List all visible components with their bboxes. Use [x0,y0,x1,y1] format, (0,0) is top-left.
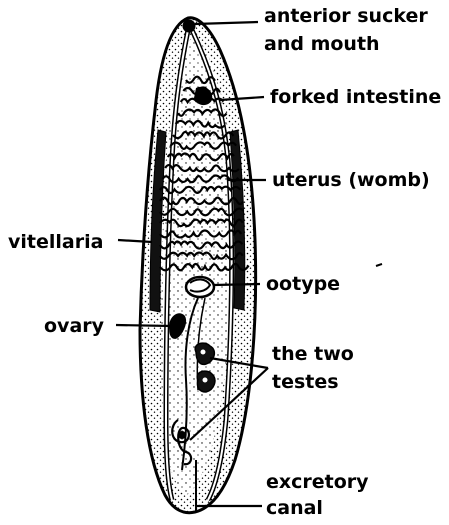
label-testes-1: the two [272,343,354,365]
label-anterior-sucker-1: anterior sucker [264,5,428,27]
leader-ovary [116,325,172,326]
leader-anterior-sucker [195,22,258,24]
anterior-sucker [183,20,195,32]
testis-upper [195,343,214,364]
label-ootype: ootype [266,273,340,295]
label-testes-2: testes [272,371,339,393]
label-excretory-1: excretory [266,471,369,493]
label-excretory-2: canal [266,497,323,519]
label-anterior-sucker-2: and mouth [264,33,380,55]
label-vitellaria: vitellaria [8,231,103,253]
label-uterus: uterus (womb) [272,169,430,191]
testis-lower [197,371,215,392]
stray-mark [376,264,382,266]
label-forked-intestine: forked intestine [270,86,441,108]
leader-ootype [214,284,260,285]
label-ovary: ovary [44,315,105,337]
